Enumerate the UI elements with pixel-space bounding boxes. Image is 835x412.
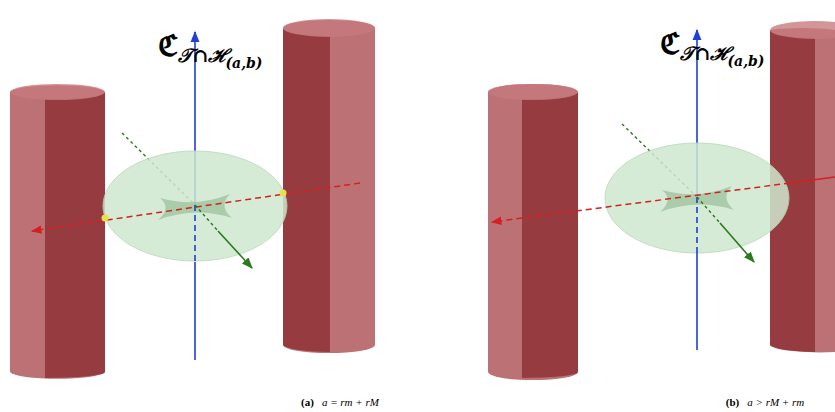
set-subscript: 𝒯∩ℋ: [680, 42, 728, 64]
panel-b: [488, 21, 835, 380]
contact-point: [102, 215, 109, 222]
x-axis: [32, 183, 360, 231]
set-symbol: ℭ𝒯∩ℋ(a,b): [158, 24, 263, 71]
y-axis: [218, 231, 252, 268]
subfigure-caption: (a) a = rm + rM: [301, 392, 379, 410]
z-axis: [696, 253, 698, 350]
panel-a: [10, 19, 375, 379]
x-axis: [492, 183, 790, 222]
cylinder: [10, 84, 105, 379]
set-subscript: 𝒯∩ℋ: [178, 44, 226, 66]
subfigure-tag: (b): [726, 396, 739, 408]
torus: [103, 151, 287, 261]
z-axis: [194, 205, 196, 262]
y-axis: [195, 205, 218, 231]
set-name: ℭ: [660, 26, 680, 61]
parameter-subscript: (a,b): [727, 53, 764, 69]
cylinder: [283, 19, 375, 353]
cylinder: [488, 84, 578, 380]
parameter-subscript: (a,b): [225, 55, 262, 71]
subfigure-tag: (a): [301, 396, 314, 408]
contact-point: [280, 190, 287, 197]
y-axis: [720, 223, 754, 262]
caption-condition: a = rm + rM: [322, 396, 379, 408]
caption-condition: a > rM + rm: [747, 396, 804, 408]
z-axis: [194, 262, 196, 360]
subfigure-caption: (b) a > rM + rm: [726, 392, 804, 410]
x-axis: [790, 177, 835, 183]
torus: [605, 143, 789, 253]
y-axis: [697, 197, 720, 223]
set-symbol: ℭ𝒯∩ℋ(a,b): [660, 22, 765, 69]
z-axis: [696, 197, 698, 253]
set-name: ℭ: [158, 28, 178, 63]
